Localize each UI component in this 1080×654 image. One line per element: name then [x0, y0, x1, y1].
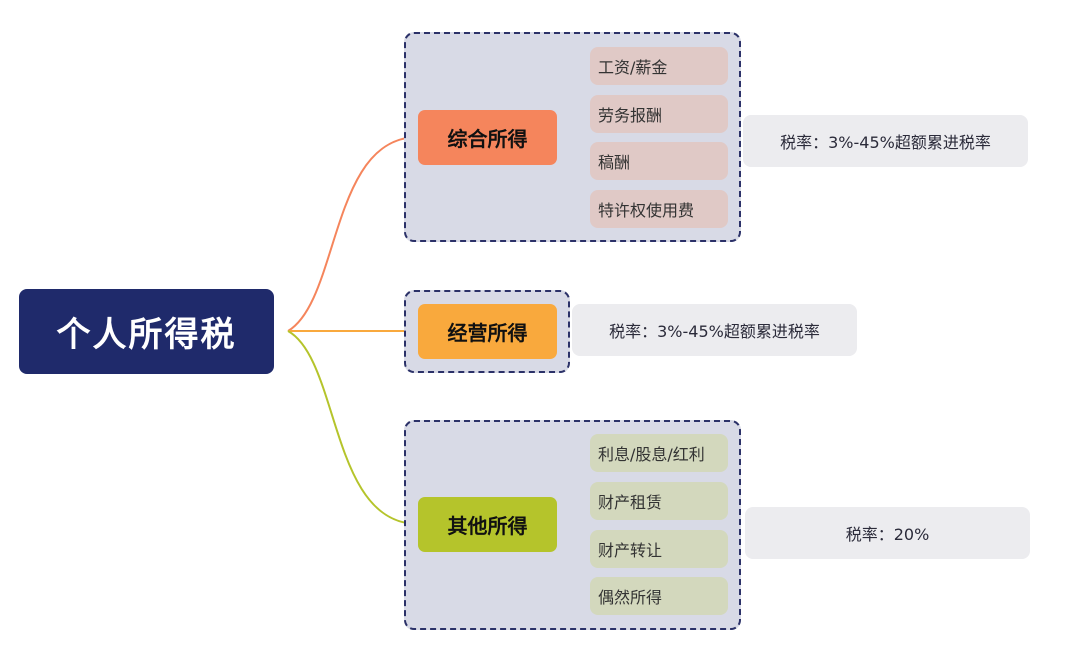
connector-root-to-comprehensive [287, 136, 419, 332]
category-comprehensive-income: 综合所得 [418, 110, 557, 165]
category-business-income: 经营所得 [418, 304, 557, 359]
category-other-income: 其他所得 [418, 497, 557, 552]
note-comprehensive-rate: 税率：3%-45%超额累进税率 [743, 115, 1028, 167]
item-labor-remuneration: 劳务报酬 [590, 95, 728, 133]
category-label: 其他所得 [447, 514, 528, 538]
root-node: 个人所得税 [19, 289, 274, 374]
item-incidental-income: 偶然所得 [590, 577, 728, 615]
item-wages: 工资/薪金 [590, 47, 728, 85]
item-interest-dividends: 利息/股息/红利 [590, 434, 728, 472]
root-label: 个人所得税 [56, 315, 237, 355]
connector-root-to-other [287, 330, 419, 525]
note-business-rate: 税率：3%-45%超额累进税率 [572, 304, 857, 356]
item-property-lease: 财产租赁 [590, 482, 728, 520]
category-label: 综合所得 [447, 127, 528, 151]
item-author-remuneration: 稿酬 [590, 142, 728, 180]
category-label: 经营所得 [447, 321, 528, 345]
item-royalties: 特许权使用费 [590, 190, 728, 228]
note-other-rate: 税率：20% [745, 507, 1030, 559]
item-property-transfer: 财产转让 [590, 530, 728, 568]
